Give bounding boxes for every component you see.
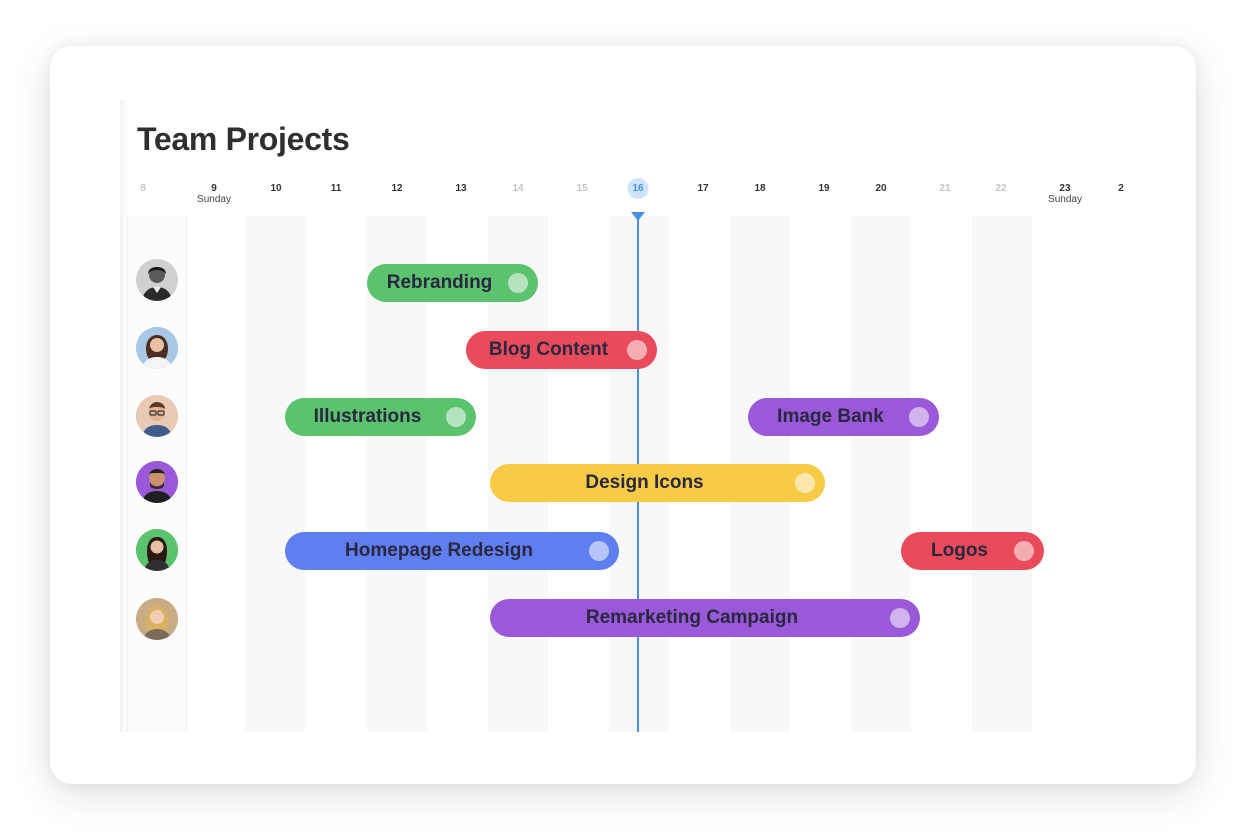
- task-label: Blog Content: [488, 339, 609, 360]
- person-avatar-icon: [136, 529, 178, 571]
- person-avatar-icon: [136, 395, 178, 437]
- day-label[interactable]: 8: [140, 183, 146, 194]
- day-label[interactable]: 12: [391, 183, 403, 194]
- task-bar-logos[interactable]: Logos: [901, 532, 1044, 570]
- task-bar-blog-content[interactable]: Blog Content: [466, 331, 657, 369]
- day-column-stripe: [367, 216, 427, 732]
- task-bar-illustrations[interactable]: Illustrations: [285, 398, 476, 436]
- day-label[interactable]: 15: [576, 183, 588, 194]
- day-label[interactable]: 21: [939, 183, 951, 194]
- task-bar-design-icons[interactable]: Design Icons: [490, 464, 825, 502]
- task-label: Remarketing Campaign: [585, 607, 799, 628]
- avatar[interactable]: [136, 259, 178, 301]
- person-avatar-icon: [136, 461, 178, 503]
- task-status-dot-icon[interactable]: [909, 407, 929, 427]
- day-label[interactable]: 20: [875, 183, 887, 194]
- day-column-stripe: [972, 216, 1032, 732]
- day-label[interactable]: 13: [455, 183, 467, 194]
- task-bar-rebranding[interactable]: Rebranding: [367, 264, 538, 302]
- avatar[interactable]: [136, 327, 178, 369]
- day-label[interactable]: 2: [1118, 183, 1124, 194]
- task-status-dot-icon[interactable]: [627, 340, 647, 360]
- task-status-dot-icon[interactable]: [446, 407, 466, 427]
- today-marker-icon: [631, 212, 645, 221]
- task-label: Homepage Redesign: [345, 540, 533, 561]
- day-label[interactable]: 17: [697, 183, 709, 194]
- page-title: Team Projects: [137, 121, 350, 157]
- task-status-dot-icon[interactable]: [589, 541, 609, 561]
- day-label[interactable]: 14: [512, 183, 524, 194]
- day-column-stripe: [851, 216, 911, 732]
- task-bar-homepage-redesign[interactable]: Homepage Redesign: [285, 532, 619, 570]
- task-label: Design Icons: [585, 472, 704, 493]
- avatar[interactable]: [136, 529, 178, 571]
- task-status-dot-icon[interactable]: [890, 608, 910, 628]
- day-label[interactable]: 22: [995, 183, 1007, 194]
- task-label: Logos: [931, 540, 988, 561]
- avatar[interactable]: [136, 598, 178, 640]
- day-column-stripe: [245, 216, 305, 732]
- today-day-label[interactable]: 16: [627, 178, 649, 199]
- task-status-dot-icon[interactable]: [1014, 541, 1034, 561]
- task-label: Rebranding: [386, 272, 493, 293]
- task-status-dot-icon[interactable]: [795, 473, 815, 493]
- person-avatar-icon: [136, 327, 178, 369]
- task-bar-image-bank[interactable]: Image Bank: [748, 398, 939, 436]
- person-avatar-icon: [136, 259, 178, 301]
- person-avatar-icon: [136, 598, 178, 640]
- day-label[interactable]: 10: [270, 183, 282, 194]
- timeline-edge: [120, 100, 128, 732]
- task-bar-remarketing-campaign[interactable]: Remarketing Campaign: [490, 599, 920, 637]
- task-label: Image Bank: [777, 406, 884, 427]
- avatar[interactable]: [136, 461, 178, 503]
- day-label[interactable]: 18: [754, 183, 766, 194]
- day-label[interactable]: 19: [818, 183, 830, 194]
- task-status-dot-icon[interactable]: [508, 273, 528, 293]
- avatar[interactable]: [136, 395, 178, 437]
- task-label: Illustrations: [313, 406, 422, 427]
- day-label[interactable]: 11: [330, 183, 342, 194]
